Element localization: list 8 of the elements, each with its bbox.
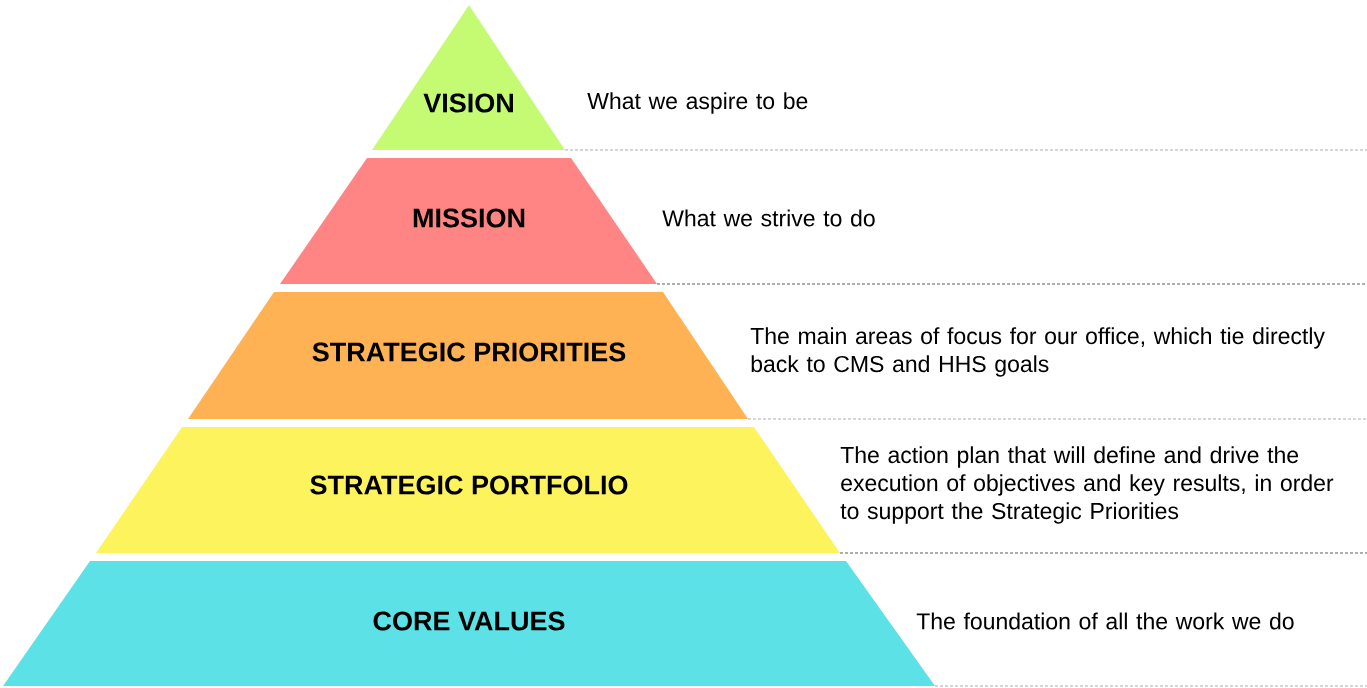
pyramid-band: VISION: [372, 5, 565, 150]
pyramid-band: STRATEGIC PORTFOLIO: [96, 427, 840, 553]
description-text: The action plan that will define and drive the execution of objectives and key results, in order to support the Strategic Priorities: [840, 446, 1334, 524]
description-text: What we aspire to be: [587, 92, 808, 114]
pyramid-band: MISSION: [280, 158, 657, 284]
pyramid-band: STRATEGIC PRIORITIES: [188, 292, 748, 419]
description-text: The main areas of focus for our office, which tie directly back to CMS and HHS goals: [750, 327, 1325, 377]
description-text: What we strive to do: [662, 209, 875, 227]
